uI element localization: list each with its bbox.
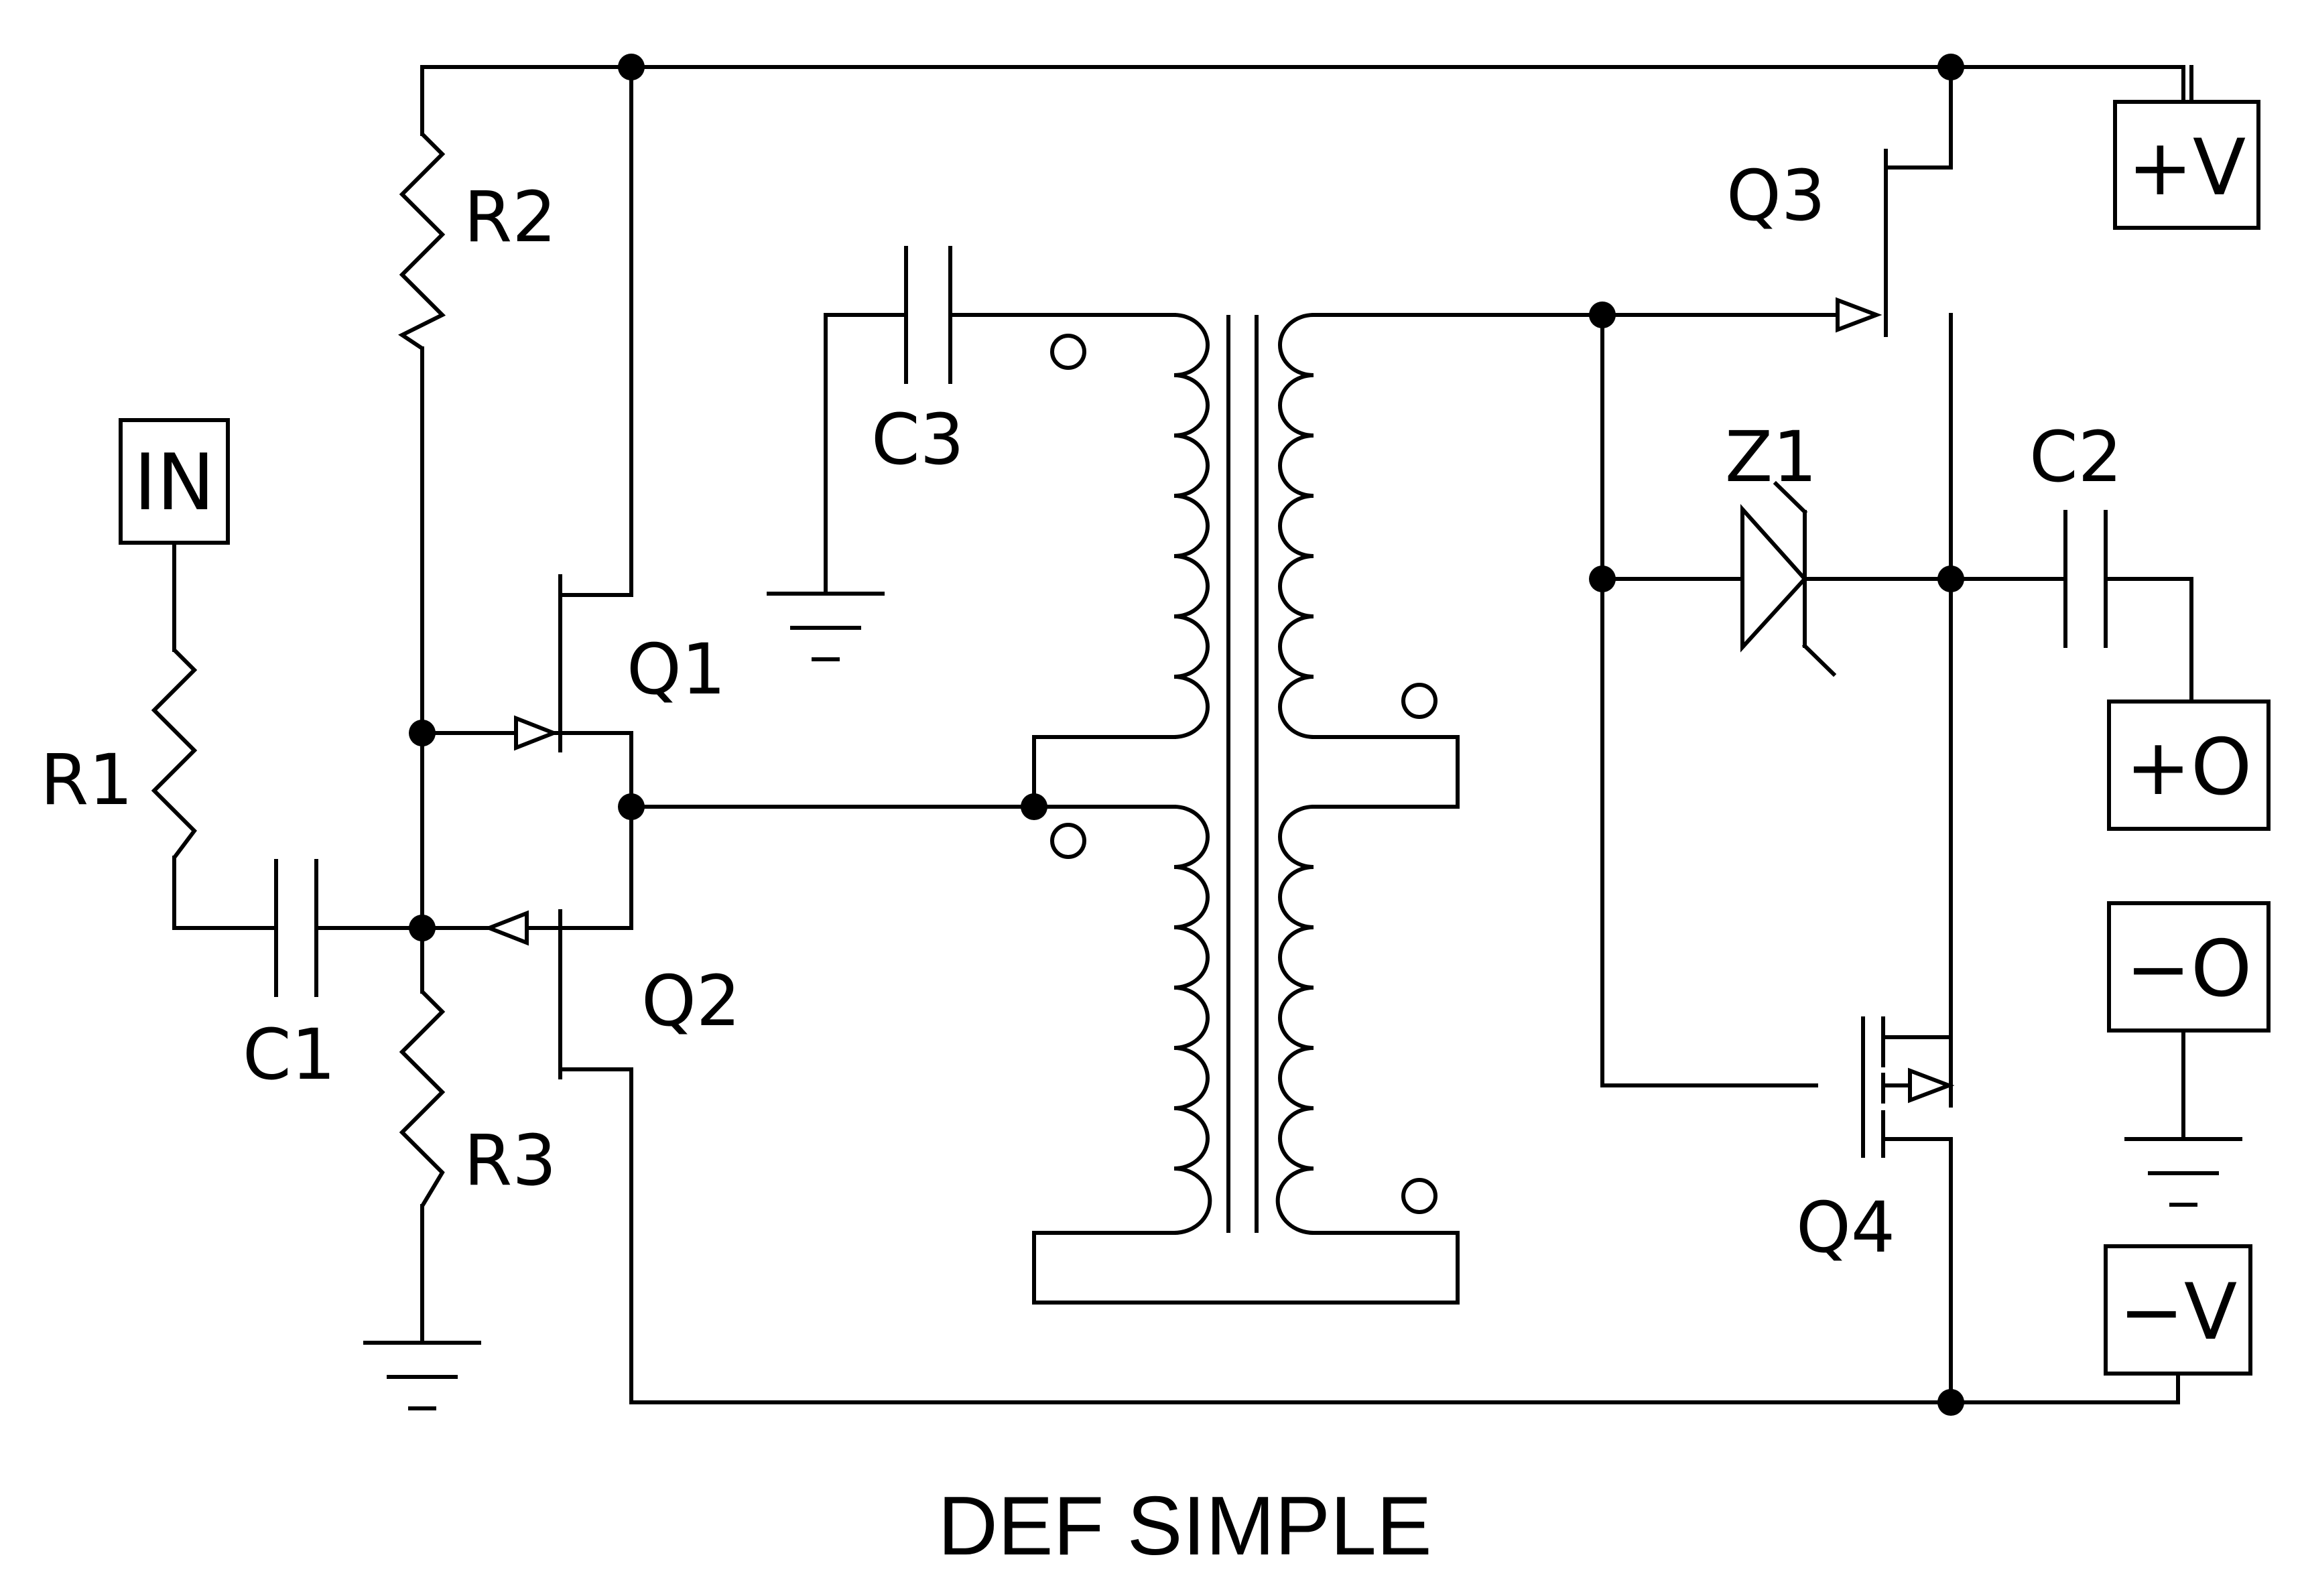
emitter-arrow-icon	[1836, 297, 1882, 333]
terminal-neg-out-label: −O	[2126, 924, 2252, 1014]
terminal-in[interactable]: IN	[119, 418, 230, 545]
resistor-r2	[398, 132, 446, 350]
terminal-neg-out[interactable]: −O	[2107, 901, 2271, 1033]
transformer	[1050, 313, 1438, 1235]
ground-icon	[767, 592, 885, 661]
junction-dot	[1589, 302, 1616, 328]
zener-diode-z1	[1740, 480, 1837, 677]
label-r3: R3	[464, 1120, 556, 1201]
capacitor-c1	[274, 859, 318, 997]
label-r2: R2	[464, 176, 556, 258]
transistor-q1	[514, 574, 562, 752]
polarity-dot-icon	[1050, 334, 1086, 370]
diagram-title: DEF SIMPLE	[938, 1480, 1431, 1573]
emitter-arrow-icon	[514, 715, 560, 751]
terminal-neg-supply-label: −V	[2119, 1267, 2238, 1357]
capacitor-c3	[904, 246, 952, 384]
label-q2: Q2	[641, 960, 741, 1042]
junction-dot	[1589, 566, 1616, 592]
polarity-dot-icon	[1050, 823, 1086, 859]
transistor-q4	[1861, 1016, 1955, 1158]
label-z1: Z1	[1725, 416, 1817, 498]
junction-dot	[618, 793, 645, 820]
transistor-q3	[1836, 149, 1888, 337]
label-q3: Q3	[1726, 155, 1826, 237]
terminal-pos-out-label: +O	[2126, 722, 2252, 813]
junction-dot	[409, 720, 436, 746]
junction-dot	[409, 915, 436, 941]
junction-dot	[1021, 793, 1047, 820]
label-r1: R1	[40, 739, 133, 821]
junction-dot	[618, 54, 645, 80]
terminal-in-label: IN	[134, 438, 215, 528]
capacitor-c2	[2063, 510, 2108, 648]
polarity-dot-icon	[1401, 683, 1438, 719]
polarity-dot-icon	[1401, 1178, 1438, 1214]
ground-icon	[2124, 1137, 2242, 1207]
terminal-pos-supply[interactable]: +V	[2113, 100, 2260, 230]
junction-dot	[1937, 566, 1964, 592]
label-c3: C3	[871, 399, 964, 480]
wires	[172, 65, 2193, 1404]
terminal-pos-supply-label: +V	[2128, 123, 2246, 213]
ground-icon	[363, 1341, 481, 1410]
terminal-neg-supply[interactable]: −V	[2104, 1244, 2252, 1376]
emitter-arrow-icon	[483, 910, 529, 946]
label-c1: C1	[243, 1014, 336, 1095]
label-q1: Q1	[627, 628, 726, 710]
label-q4: Q4	[1796, 1187, 1895, 1268]
mosfet-arrow-icon	[1908, 1067, 1955, 1104]
terminal-pos-out[interactable]: +O	[2107, 700, 2271, 831]
resistor-r3	[399, 990, 446, 1207]
label-c2: C2	[2029, 416, 2122, 498]
transistor-q2	[483, 909, 562, 1079]
junction-dot	[1937, 54, 1964, 80]
junction-dot	[1937, 1389, 1964, 1416]
resistor-r1	[151, 648, 198, 859]
junctions	[409, 54, 1964, 1416]
